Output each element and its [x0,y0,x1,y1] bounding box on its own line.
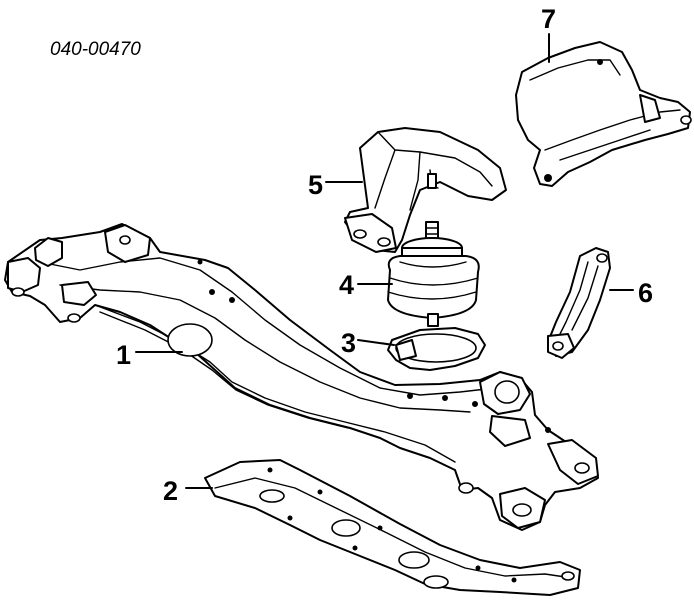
part-lower-plate [204,459,581,596]
callout-4: 4 [339,270,354,300]
part-ring-shield [387,327,486,371]
callout-5: 5 [308,170,323,200]
part-side-bracket [547,247,611,359]
part-engine-mount [387,221,480,327]
callout-3: 3 [341,328,356,358]
callout-7: 7 [541,4,556,34]
callout-1: 1 [116,340,131,370]
leader-lines [135,33,634,489]
part-top-shield [515,41,692,187]
part-upper-bracket [344,127,507,253]
callout-2: 2 [163,476,178,506]
part-crossmember [4,223,599,531]
callout-6: 6 [638,278,653,308]
diagram-code: 040-00470 [50,39,141,60]
